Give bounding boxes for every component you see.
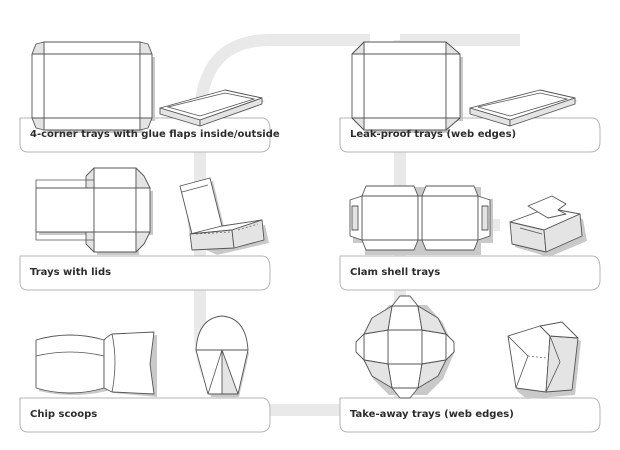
clam-shell-tray-icon [349, 185, 587, 257]
leak-proof-tray-icon [351, 41, 578, 133]
four-corner-tray-icon [31, 41, 265, 133]
panel-label-take-away-trays: Take-away trays (web edges) [350, 409, 514, 420]
chip-scoop-icon [35, 315, 249, 397]
panel-label-chip-scoops: Chip scoops [30, 409, 98, 420]
take-away-tray-icon [355, 295, 581, 399]
panel-label-leak-proof-trays: Leak-proof trays (web edges) [350, 129, 517, 140]
panel-label-four-corner-trays: 4-corner trays with glue flaps inside/ou… [30, 129, 280, 140]
panel-label-clam-shell-trays: Clam shell trays [350, 267, 441, 278]
panel-label-trays-with-lids: Trays with lids [30, 267, 112, 278]
tray-with-lid-icon [35, 167, 269, 255]
